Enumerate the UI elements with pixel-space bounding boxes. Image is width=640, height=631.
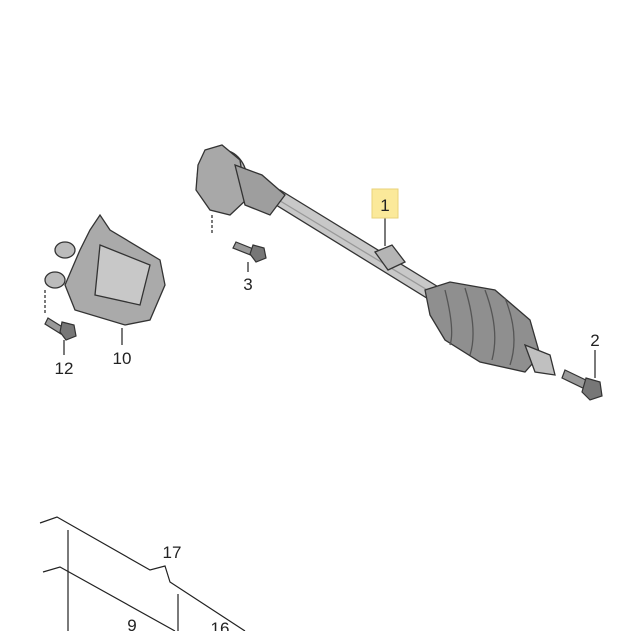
callout-1[interactable]: 1 <box>380 196 389 215</box>
bolt-3[interactable] <box>232 241 267 263</box>
bolt-12[interactable] <box>44 317 77 341</box>
callout-2[interactable]: 2 <box>590 331 599 350</box>
callout-9[interactable]: 9 <box>127 616 136 631</box>
callout-17[interactable]: 17 <box>163 543 182 562</box>
heat-shield-10[interactable] <box>44 213 166 326</box>
callout-1-highlight <box>371 188 399 219</box>
drive-shaft[interactable] <box>195 144 556 376</box>
callout-12[interactable]: 12 <box>55 359 74 378</box>
callout-10[interactable]: 10 <box>113 349 132 368</box>
bolt-2[interactable] <box>561 369 603 401</box>
callout-3[interactable]: 3 <box>243 275 252 294</box>
leader-lines <box>39 215 596 631</box>
callout-16[interactable]: 16 <box>211 619 230 631</box>
